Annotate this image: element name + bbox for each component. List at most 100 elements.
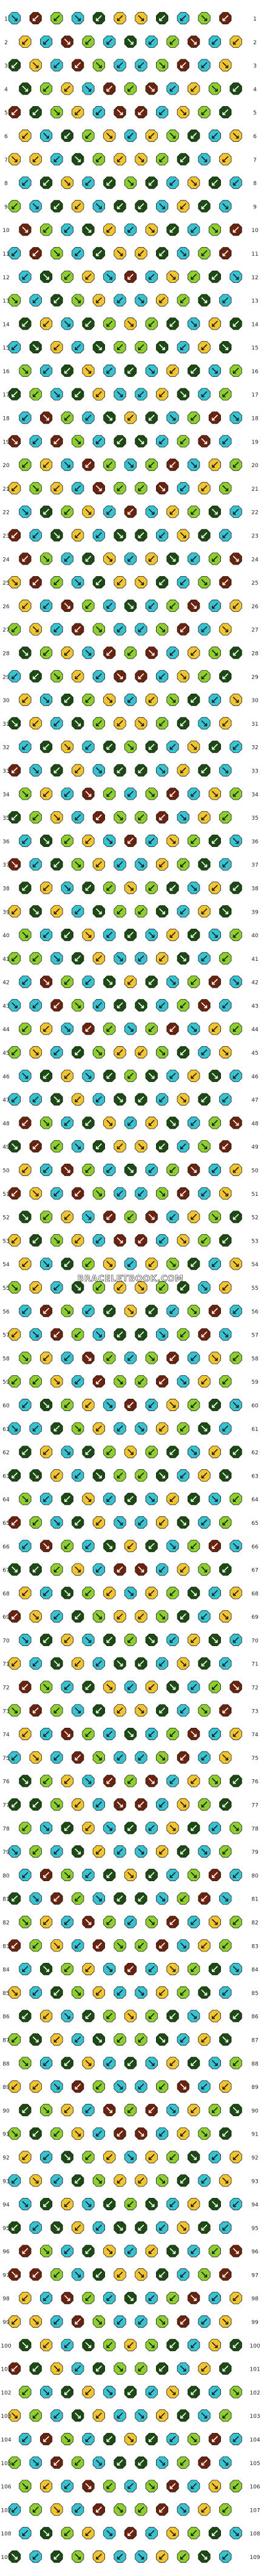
knot-arrow-icon — [22, 133, 29, 139]
knot-arrow-icon — [22, 2107, 29, 2113]
knot-arrow-icon — [148, 2201, 155, 2207]
knot-arrow-icon — [180, 391, 186, 397]
knot — [188, 1587, 200, 1599]
knot-arrow-icon — [117, 391, 123, 397]
knot-arrow-icon — [96, 1848, 102, 1854]
knot-arrow-icon — [53, 2225, 60, 2231]
knot-arrow-icon — [22, 2060, 29, 2066]
knot-arrow-icon — [117, 2554, 123, 2560]
knot-arrow-icon — [148, 179, 155, 186]
knot — [219, 764, 232, 777]
knot-arrow-icon — [12, 2460, 18, 2466]
knot — [92, 1375, 106, 1388]
knot-arrow-icon — [148, 791, 155, 797]
row-number-right: 25 — [251, 580, 258, 586]
knot — [50, 858, 63, 871]
knot-arrow-icon — [191, 179, 197, 186]
knot — [198, 1140, 211, 1153]
knot-arrow-icon — [138, 1848, 144, 1854]
knot-arrow-icon — [96, 1707, 102, 1714]
knot — [124, 129, 137, 142]
knot-arrow-icon — [201, 1519, 208, 1525]
knot — [135, 717, 147, 729]
knot-arrow-icon — [64, 2060, 70, 2066]
knot — [208, 1633, 222, 1647]
knot — [124, 2480, 137, 2492]
knot-arrow-icon — [32, 1190, 39, 1197]
row-number-left: 99 — [2, 2320, 10, 2326]
knot-arrow-icon — [96, 2554, 102, 2560]
knot — [114, 764, 126, 777]
knot — [229, 1023, 242, 1035]
knot-arrow-icon — [22, 2013, 29, 2019]
knot — [50, 2080, 63, 2093]
knot — [50, 12, 63, 25]
knot-arrow-icon — [222, 720, 229, 726]
knot-arrow-icon — [148, 932, 155, 938]
knot — [19, 834, 32, 847]
knot — [208, 929, 222, 941]
knot — [29, 435, 42, 448]
knot-arrow-icon — [64, 1449, 70, 1455]
knot — [198, 717, 211, 729]
knot — [229, 129, 242, 142]
knot-arrow-icon — [138, 1378, 144, 1384]
knot — [72, 2080, 84, 2093]
row-number-right: 42 — [251, 980, 258, 986]
knot-arrow-icon — [12, 2554, 18, 2560]
knot-arrow-icon — [159, 438, 165, 445]
knot-arrow-icon — [232, 320, 239, 327]
knot — [166, 364, 179, 377]
knot-arrow-icon — [12, 861, 18, 868]
knot — [229, 1774, 242, 1787]
knot-arrow-icon — [232, 2248, 239, 2254]
knot-arrow-icon — [64, 1966, 70, 1972]
knot — [82, 129, 95, 142]
knot-arrow-icon — [127, 556, 134, 562]
knot — [188, 2339, 200, 2351]
knot-arrow-icon — [64, 885, 70, 891]
knot-arrow-icon — [96, 2365, 102, 2372]
knot-arrow-icon — [180, 1237, 186, 1244]
knot — [219, 576, 232, 589]
knot-arrow-icon — [180, 1472, 186, 1479]
knot-arrow-icon — [159, 1331, 165, 1338]
knot-arrow-icon — [212, 1073, 218, 1079]
knot — [208, 788, 222, 800]
knot-arrow-icon — [180, 626, 186, 632]
knot-arrow-icon — [127, 2154, 134, 2160]
knot — [29, 1892, 42, 1905]
knot — [208, 2527, 222, 2540]
knot — [61, 1163, 73, 1177]
knot — [145, 176, 158, 189]
knot-arrow-icon — [222, 1190, 229, 1197]
knot-arrow-icon — [180, 1426, 186, 1432]
knot — [124, 881, 137, 894]
knot-arrow-icon — [64, 320, 70, 327]
row-numbers-right: 1234567891011121314151617181920212223242… — [249, 16, 260, 2561]
knot-arrow-icon — [64, 838, 70, 844]
knot — [219, 1093, 232, 1106]
knot-arrow-icon — [117, 2083, 123, 2090]
knot — [155, 2409, 169, 2422]
knot-arrow-icon — [32, 2506, 39, 2513]
knot-arrow-icon — [106, 2013, 113, 2019]
knot — [50, 1986, 63, 1999]
knot-arrow-icon — [106, 1308, 113, 1314]
knot — [188, 2386, 200, 2398]
knot-arrow-icon — [32, 62, 39, 68]
row-number-right: 109 — [249, 2555, 260, 2561]
knot-arrow-icon — [201, 2412, 208, 2418]
row-number-right: 23 — [251, 534, 258, 540]
knot — [61, 411, 73, 424]
knot-arrow-icon — [85, 2060, 92, 2066]
knot-arrow-icon — [96, 2319, 102, 2325]
knot — [155, 1845, 169, 1858]
knot — [145, 929, 158, 941]
knot-arrow-icon — [53, 1942, 60, 1949]
knot — [208, 834, 222, 847]
knot — [82, 2245, 95, 2257]
knot — [103, 1117, 116, 1129]
row-number-right: 88 — [251, 2061, 259, 2067]
knot-arrow-icon — [64, 2013, 70, 2019]
